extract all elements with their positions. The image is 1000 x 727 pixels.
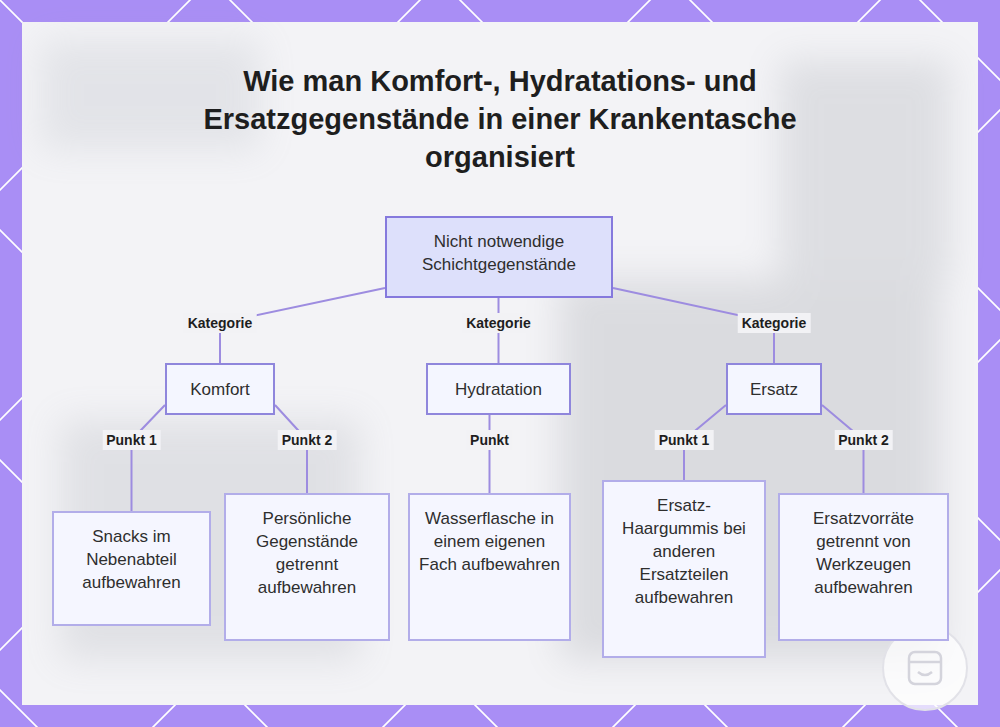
- item-box: Wasserflasche in einem eigenen Fach aufb…: [408, 493, 571, 641]
- node-text: Snacks im Nebenabteil aufbewahren: [62, 525, 201, 594]
- item-box: Ersatzvorräte getrennt von Werkzeugen au…: [778, 493, 949, 641]
- edge-label: Punkt 1: [655, 430, 714, 450]
- connector: [132, 405, 166, 511]
- blurred-backdrop: [40, 40, 950, 660]
- item-box: Snacks im Nebenabteil aufbewahren: [52, 511, 211, 626]
- edge-label: Punkt 2: [278, 430, 337, 450]
- node-text: Ersatz: [750, 378, 798, 401]
- edge-label: Kategorie: [462, 313, 535, 333]
- connector: [489, 415, 491, 493]
- root-box: Nicht notwendige Schichtgegenstände: [385, 216, 613, 298]
- diagram-title: Wie man Komfort-, Hydratations- und Ersa…: [190, 62, 810, 176]
- node-text: Ersatzvorräte getrennt von Werkzeugen au…: [788, 507, 939, 599]
- edge-label: Punkt 2: [834, 430, 893, 450]
- node-text: Komfort: [190, 378, 250, 401]
- node-text: Nicht notwendige Schichtgegenstände: [395, 230, 603, 276]
- edge-label: Punkt 1: [102, 430, 161, 450]
- item-box: Ersatz-Haargummis bei anderen Ersatzteil…: [602, 480, 766, 658]
- inner-panel: [22, 22, 978, 705]
- node-text: Persönliche Gegenstände getrennt aufbewa…: [234, 507, 380, 599]
- edge-label: Kategorie: [738, 313, 811, 333]
- edge-label: Punkt: [466, 430, 513, 450]
- category-box: Ersatz: [726, 363, 822, 415]
- node-text: Wasserflasche in einem eigenen Fach aufb…: [418, 507, 561, 576]
- node-text: Hydratation: [455, 378, 542, 401]
- node-text: Ersatz-Haargummis bei anderen Ersatzteil…: [612, 494, 756, 609]
- edge-label: Kategorie: [184, 313, 257, 333]
- item-box: Persönliche Gegenstände getrennt aufbewa…: [224, 493, 390, 641]
- category-box: Komfort: [165, 363, 275, 415]
- category-box: Hydratation: [426, 363, 571, 415]
